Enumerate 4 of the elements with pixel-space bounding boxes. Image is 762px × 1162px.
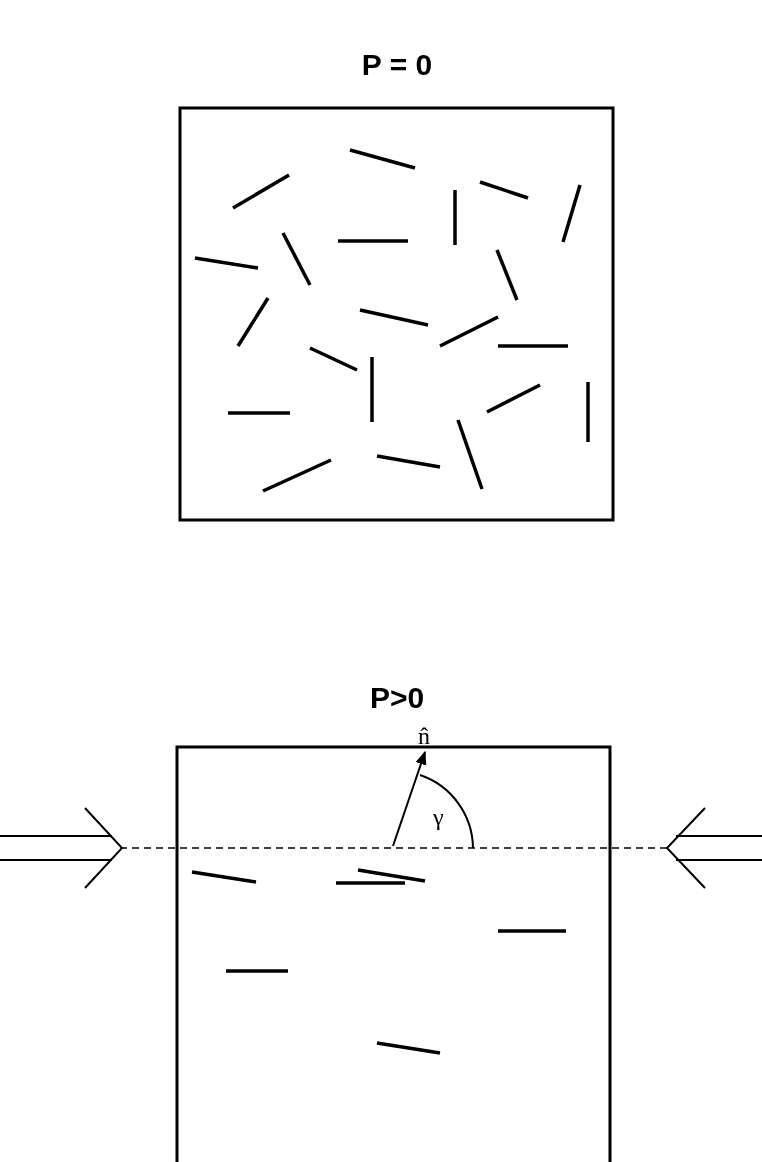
vector-label: n̂ (418, 724, 430, 748)
panel-title: P = 0 (361, 50, 433, 80)
angle-label: γ (433, 805, 444, 829)
panel-title: P>0 (369, 683, 425, 713)
